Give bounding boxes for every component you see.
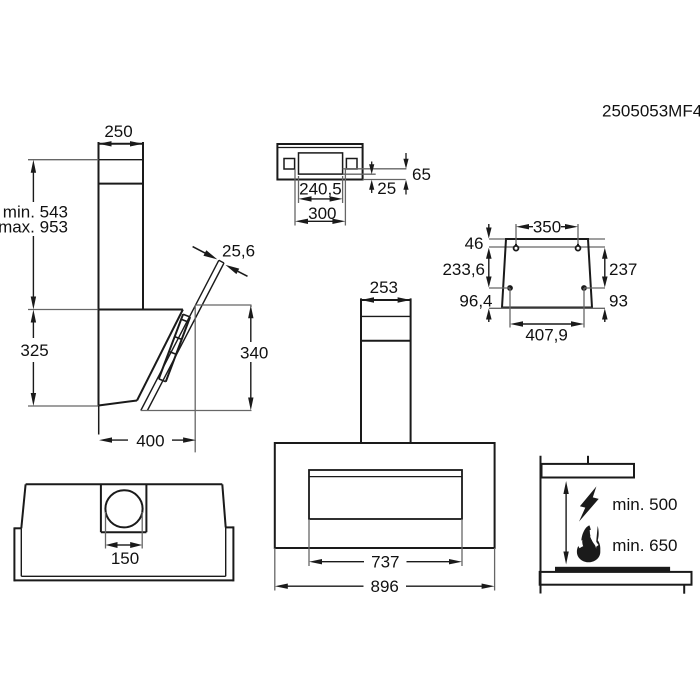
svg-text:340: 340 (240, 344, 268, 363)
svg-text:407,9: 407,9 (525, 326, 568, 345)
svg-text:240,5: 240,5 (299, 180, 342, 199)
svg-text:max. 953: max. 953 (0, 218, 68, 237)
svg-text:300: 300 (308, 204, 336, 223)
svg-text:min. 500: min. 500 (612, 495, 677, 514)
svg-text:2505053MF4: 2505053MF4 (602, 101, 700, 120)
svg-text:233,6: 233,6 (442, 260, 485, 279)
svg-text:min. 650: min. 650 (612, 536, 677, 555)
svg-text:65: 65 (412, 165, 431, 184)
svg-text:25: 25 (377, 179, 396, 198)
svg-text:237: 237 (609, 260, 637, 279)
svg-text:93: 93 (609, 292, 628, 311)
svg-text:min. 543: min. 543 (3, 202, 68, 221)
svg-text:350: 350 (533, 217, 561, 236)
svg-text:737: 737 (371, 553, 399, 572)
svg-text:253: 253 (370, 278, 398, 297)
svg-text:150: 150 (111, 549, 139, 568)
svg-text:250: 250 (104, 122, 132, 141)
svg-text:25,6: 25,6 (222, 242, 255, 261)
svg-text:46: 46 (465, 234, 484, 253)
svg-text:325: 325 (20, 341, 48, 360)
svg-text:96,4: 96,4 (459, 292, 492, 311)
svg-text:400: 400 (136, 431, 164, 450)
svg-text:896: 896 (371, 577, 399, 596)
